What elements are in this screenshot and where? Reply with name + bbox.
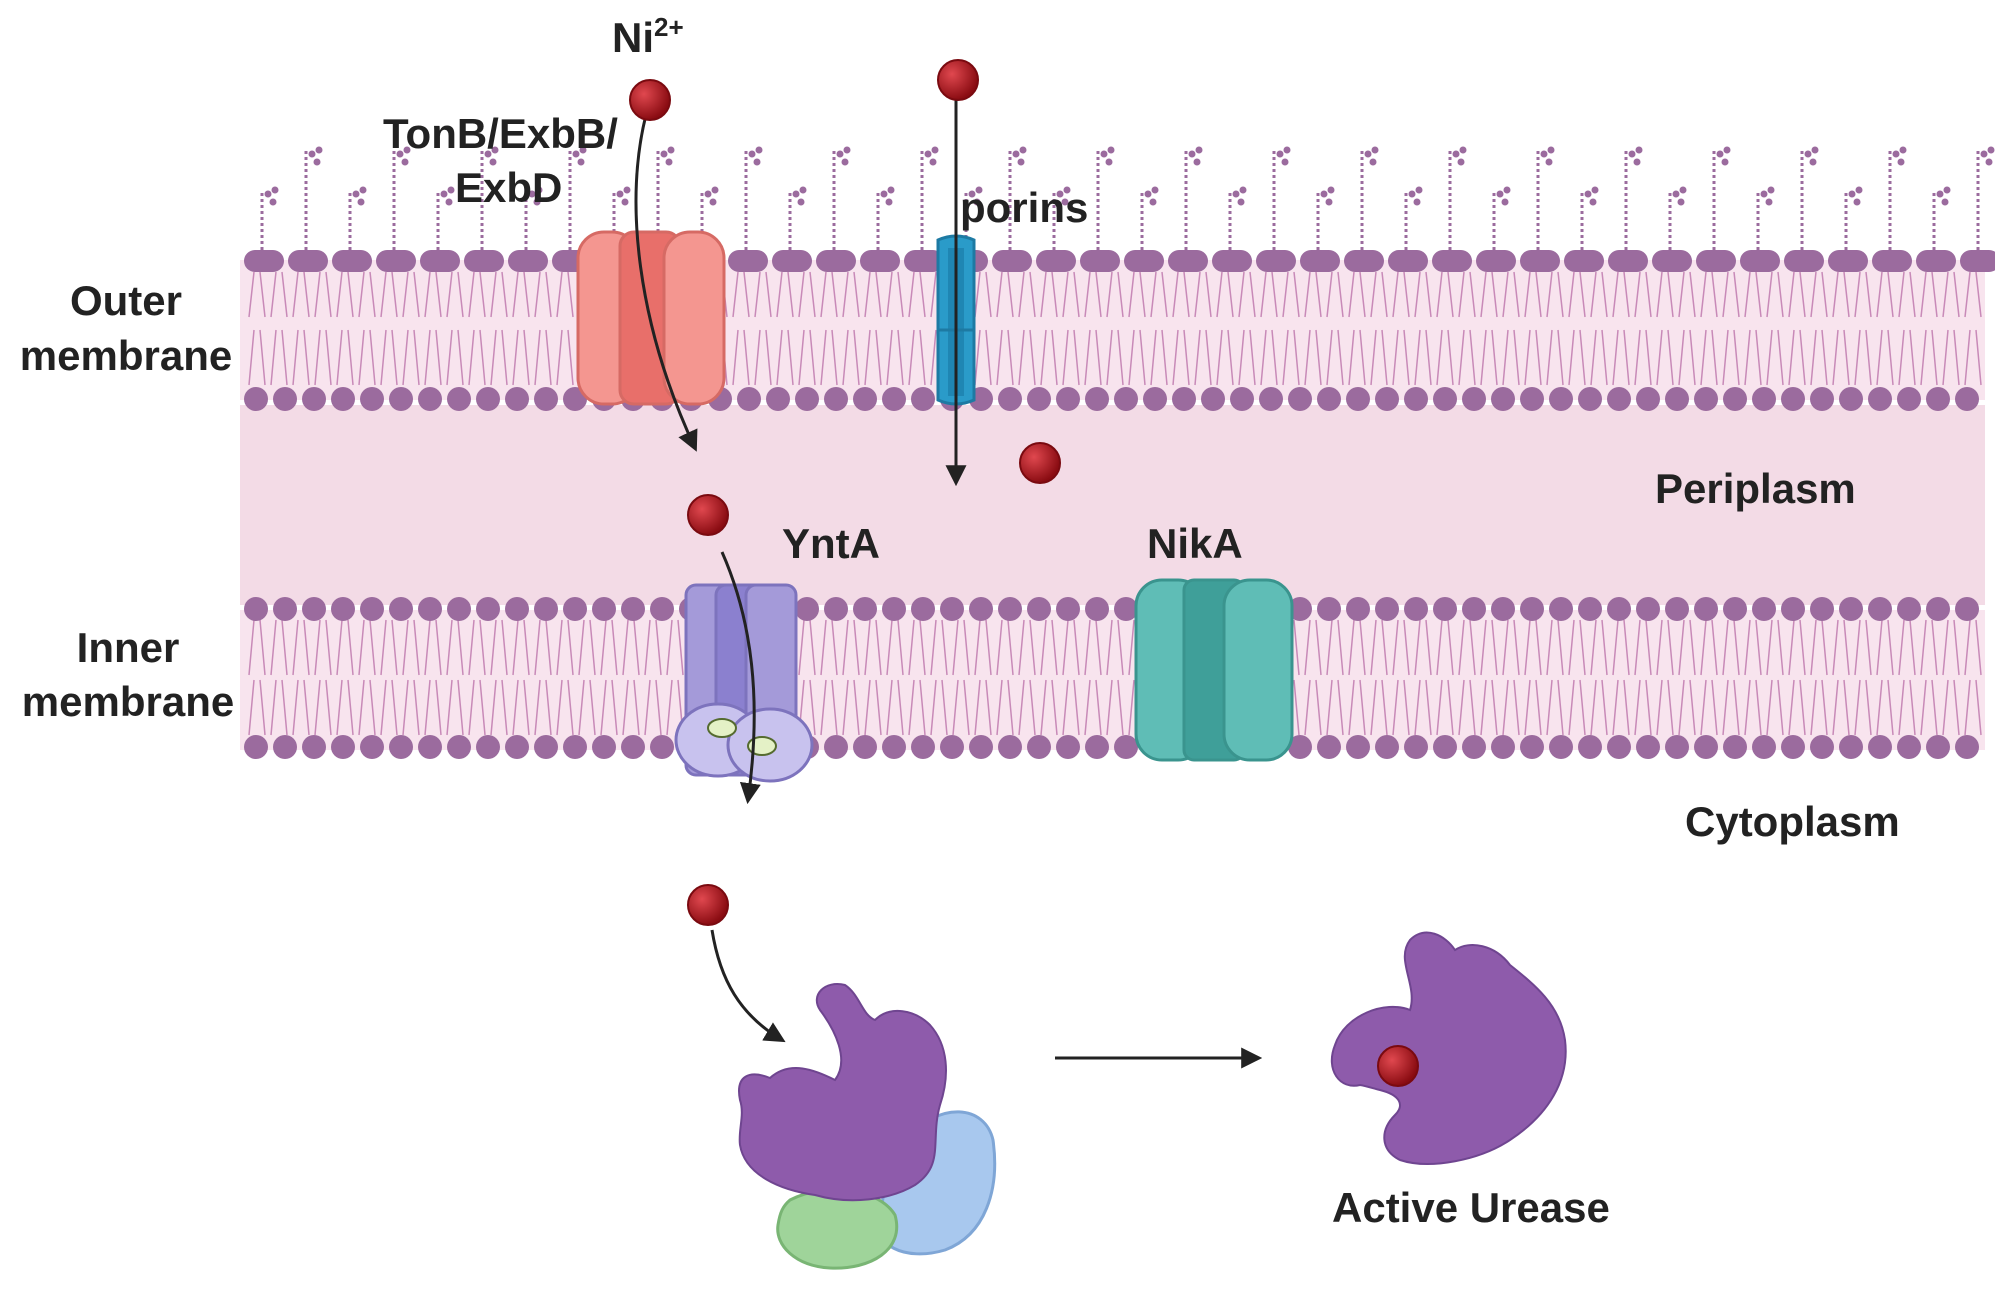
nickel-ion-periplasm-ynta (687, 494, 729, 536)
label-ynta: YntA (782, 520, 880, 567)
nickel-ion-bound-urease (1377, 1045, 1419, 1087)
outer-membrane-heads (244, 250, 1995, 411)
nickel-ion-extracellular-right (937, 59, 979, 101)
apo-urease (738, 983, 947, 1202)
nika-transporter (1134, 578, 1294, 762)
label-cytoplasm: Cytoplasm (1685, 798, 1900, 845)
label-outer-membrane-line1: Outer (70, 277, 182, 324)
label-periplasm: Periplasm (1655, 465, 1856, 512)
outer-membrane-tails (248, 271, 1982, 386)
label-inner-membrane-line1: Inner (77, 624, 180, 671)
label-active-urease: Active Urease (1332, 1184, 1610, 1231)
arrow-tonb-entry (634, 99, 698, 452)
nickel-ion-cytoplasm (687, 884, 729, 926)
nickel-ions (629, 59, 1419, 1087)
label-tonb-line2: ExbD (455, 164, 562, 211)
label-outer-membrane-line2: membrane (20, 332, 232, 379)
periplasm-region (240, 405, 1985, 605)
nickel-ion-periplasm-free (1019, 442, 1061, 484)
lipopolysaccharide-chains (260, 146, 1995, 250)
label-nickel-ion: Ni2+ (612, 12, 684, 61)
active-urease (1330, 931, 1567, 1165)
arrow-to-apo-urease (710, 929, 786, 1043)
outer-membrane (240, 146, 1995, 411)
nickel-ion-extracellular-left (629, 79, 671, 121)
label-inner-membrane-line2: membrane (22, 678, 234, 725)
label-nika: NikA (1147, 520, 1243, 567)
inner-membrane (240, 597, 1985, 759)
ynta-transporter (674, 583, 814, 783)
arrow-ynta-import (720, 551, 761, 805)
apo-urease-complex (738, 983, 997, 1270)
label-tonb-line1: TonB/ExbB/ (383, 110, 618, 157)
tonb-exbb-exbd-channel (576, 230, 726, 406)
label-porins: porins (960, 184, 1088, 231)
accessory-protein-green (776, 1187, 899, 1270)
